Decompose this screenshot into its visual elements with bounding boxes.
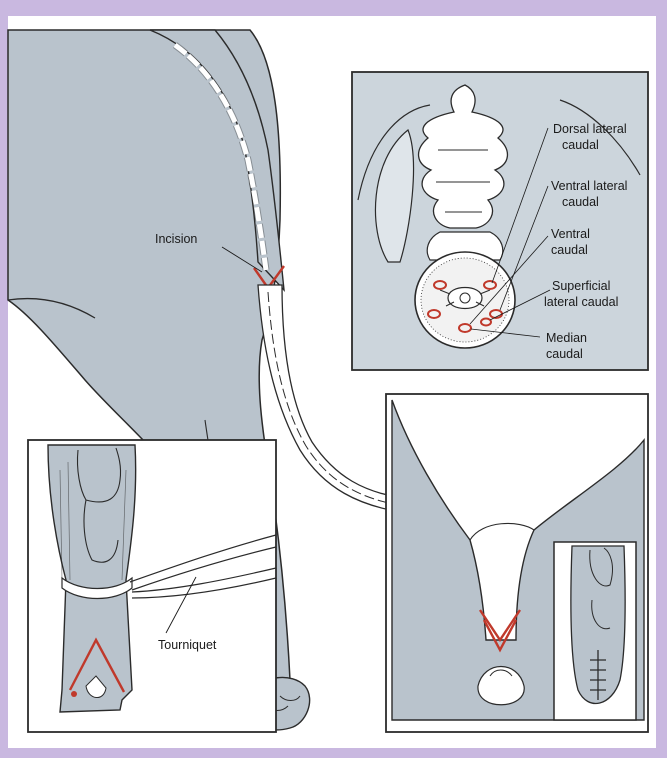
tail-vertebra-sketch bbox=[76, 447, 122, 503]
tail-segment bbox=[47, 444, 137, 713]
belly-contour bbox=[7, 297, 96, 319]
superficial-lateral-caudal-label-2: lateral caudal bbox=[544, 295, 618, 309]
incision-label: Incision bbox=[155, 232, 197, 246]
ventral-caudal-leader bbox=[469, 235, 549, 325]
superficial-lateral-caudal-vessel bbox=[480, 317, 492, 327]
suture-line bbox=[590, 650, 606, 700]
median-caudal-leader bbox=[470, 328, 541, 338]
ilium-wing bbox=[374, 129, 415, 263]
tail-vertebra-sketch-2 bbox=[83, 499, 119, 563]
tourniquet-strap-lower-b bbox=[131, 577, 277, 599]
median-caudal-label-2: caudal bbox=[546, 347, 583, 361]
amputated-tail-vertebrae bbox=[267, 291, 399, 506]
perineum bbox=[477, 665, 525, 706]
stump-incision-upper bbox=[479, 609, 521, 643]
ventral-lateral-leader bbox=[499, 185, 549, 311]
ventral-lateral-caudal-label-1: Ventral lateral bbox=[551, 179, 627, 193]
tail-cut-incision bbox=[68, 637, 126, 693]
closure-inset bbox=[385, 393, 649, 733]
tail-vertebrae bbox=[173, 42, 269, 271]
tourniquet-inset: Tourniquet bbox=[27, 439, 277, 733]
dorsal-lateral-caudal-vessel-right bbox=[483, 280, 497, 290]
tail-upper bbox=[149, 29, 285, 293]
median-caudal-vessel bbox=[458, 323, 472, 333]
anus-mark bbox=[489, 669, 513, 677]
bleeding-point bbox=[71, 691, 77, 697]
ventral-caudal-label-2: caudal bbox=[551, 243, 588, 257]
tourniquet-label: Tourniquet bbox=[158, 638, 217, 652]
tail-hair-lines bbox=[59, 461, 127, 581]
tourniquet-strap-upper-b bbox=[131, 546, 277, 591]
ventral-lateral-caudal-vessel-left bbox=[427, 309, 441, 319]
stump-incision-lower bbox=[482, 619, 518, 653]
vertebral-joints bbox=[436, 149, 490, 213]
stump-vertebrae bbox=[589, 547, 613, 630]
tail-base-contour bbox=[469, 522, 535, 541]
median-caudal-label-1: Median bbox=[546, 331, 587, 345]
caudal-vertebrae bbox=[417, 84, 509, 229]
ventral-caudal-label-1: Ventral bbox=[551, 227, 590, 241]
incision-leader-line bbox=[221, 246, 263, 273]
tourniquet-band bbox=[61, 576, 133, 599]
superficial-lateral-leader bbox=[489, 289, 551, 321]
vertebral-canal bbox=[459, 292, 471, 304]
exposed-vertebra bbox=[85, 675, 107, 698]
hip-contour-left bbox=[357, 104, 431, 201]
tourniquet-strap-lower-a bbox=[131, 567, 277, 593]
tourniquet-strap-upper-a bbox=[129, 534, 277, 583]
transverse-processes bbox=[439, 289, 491, 307]
dorsal-lateral-leader bbox=[491, 127, 549, 284]
cross-section-inset: Dorsal lateral caudal Ventral lateral ca… bbox=[351, 71, 649, 371]
dorsal-lateral-caudal-vessel-left bbox=[433, 280, 447, 290]
dorsal-lateral-caudal-label-1: Dorsal lateral bbox=[553, 122, 627, 136]
dorsal-lateral-caudal-label-2: caudal bbox=[562, 138, 599, 152]
hip-contour-right bbox=[559, 99, 641, 176]
superficial-lateral-caudal-label-1: Superficial bbox=[552, 279, 610, 293]
tourniquet-leader-line bbox=[165, 576, 197, 634]
ventral-lateral-caudal-label-2: caudal bbox=[562, 195, 599, 209]
